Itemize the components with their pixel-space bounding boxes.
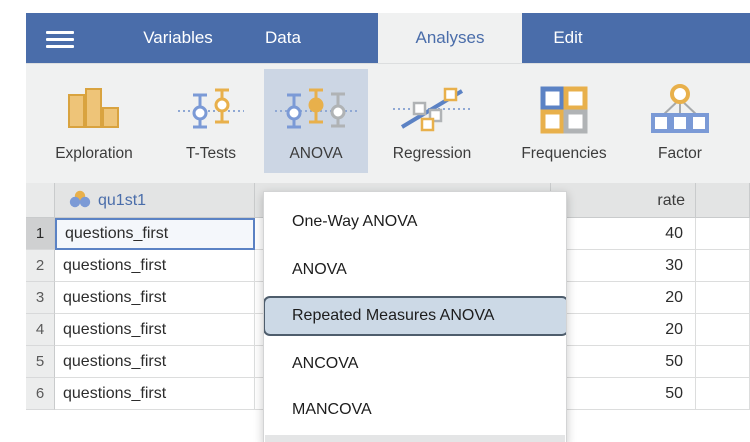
row-header[interactable]: 1	[26, 218, 55, 250]
table-cell-blank[interactable]	[696, 250, 750, 282]
column-header-blank-2[interactable]	[696, 183, 750, 218]
analyses-ribbon: Exploration	[26, 63, 750, 184]
ribbon-label-factor: Factor	[658, 145, 702, 162]
ribbon-label-frequencies: Frequencies	[521, 145, 607, 162]
row-header[interactable]: 2	[26, 250, 55, 282]
factor-tree-icon	[632, 81, 728, 139]
ribbon-label-exploration: Exploration	[55, 145, 133, 162]
table-cell-blank[interactable]	[696, 218, 750, 250]
tab-edit[interactable]: Edit	[553, 28, 583, 47]
table-cell-rate[interactable]: 50	[551, 378, 696, 410]
grid-corner-cell	[26, 183, 55, 218]
hamburger-bar	[46, 45, 74, 48]
anova-dropdown-menu: One-Way ANOVA ANOVA Repeated Measures AN…	[263, 191, 567, 442]
table-cell-rate[interactable]: 40	[551, 218, 696, 250]
row-header[interactable]: 3	[26, 282, 55, 314]
two-errorbar-icon	[158, 81, 264, 139]
column-header-rate[interactable]: rate	[551, 183, 696, 218]
hamburger-bar	[46, 31, 74, 34]
hamburger-bar	[46, 38, 74, 41]
menu-item-repeated-measures-anova[interactable]: Repeated Measures ANOVA	[264, 296, 566, 336]
table-cell-qu1st1[interactable]: questions_first	[55, 346, 255, 378]
table-cell-blank[interactable]	[696, 314, 750, 346]
column-header-qu1st1[interactable]: qu1st1	[55, 183, 255, 218]
four-squares-icon	[496, 81, 632, 139]
table-cell-qu1st1[interactable]: questions_first	[55, 378, 255, 410]
three-errorbar-icon	[264, 81, 368, 139]
table-cell-qu1st1[interactable]: questions_first	[55, 282, 255, 314]
table-cell-blank[interactable]	[696, 346, 750, 378]
menu-footer-strip	[265, 435, 565, 442]
tab-analyses[interactable]: Analyses	[378, 13, 522, 63]
row-header[interactable]: 5	[26, 346, 55, 378]
scatter-line-icon	[368, 81, 496, 139]
ribbon-button-frequencies[interactable]: Frequencies	[496, 69, 632, 173]
table-cell-rate[interactable]: 50	[551, 346, 696, 378]
ribbon-label-anova: ANOVA	[289, 145, 343, 162]
ribbon-button-exploration[interactable]: Exploration	[30, 69, 158, 173]
bar-chart-icon	[30, 81, 158, 139]
nominal-variable-icon	[69, 187, 91, 217]
tab-data[interactable]: Data	[265, 28, 301, 47]
menu-item-anova[interactable]: ANOVA	[292, 261, 347, 278]
tab-variables[interactable]: Variables	[143, 28, 213, 47]
menu-item-ancova[interactable]: ANCOVA	[292, 355, 359, 372]
table-cell-rate[interactable]: 20	[551, 314, 696, 346]
column-header-label: qu1st1	[98, 192, 147, 209]
ribbon-button-anova[interactable]: ANOVA	[264, 69, 368, 173]
menu-item-mancova[interactable]: MANCOVA	[292, 401, 372, 418]
table-cell-blank[interactable]	[696, 378, 750, 410]
ribbon-button-t-tests[interactable]: T-Tests	[158, 69, 264, 173]
ribbon-label-t-tests: T-Tests	[186, 145, 236, 162]
table-cell-qu1st1[interactable]: questions_first	[55, 250, 255, 282]
table-cell-rate[interactable]: 30	[551, 250, 696, 282]
menu-item-one-way-anova[interactable]: One-Way ANOVA	[292, 213, 418, 230]
row-header[interactable]: 4	[26, 314, 55, 346]
jamovi-window: Variables Data Analyses Edit Exploration	[26, 13, 750, 442]
ribbon-label-regression: Regression	[392, 145, 472, 162]
table-cell-qu1st1[interactable]: questions_first	[55, 218, 255, 250]
hamburger-icon[interactable]	[40, 25, 80, 53]
data-spreadsheet: qu1st1 rate 1 questions_first 40 2 quest…	[26, 183, 750, 442]
ribbon-button-factor[interactable]: Factor	[632, 69, 728, 173]
table-cell-qu1st1[interactable]: questions_first	[55, 314, 255, 346]
table-cell-rate[interactable]: 20	[551, 282, 696, 314]
table-cell-blank[interactable]	[696, 282, 750, 314]
row-header[interactable]: 6	[26, 378, 55, 410]
main-tab-bar: Variables Data Analyses Edit	[26, 13, 750, 63]
ribbon-button-regression[interactable]: Regression	[368, 69, 496, 173]
